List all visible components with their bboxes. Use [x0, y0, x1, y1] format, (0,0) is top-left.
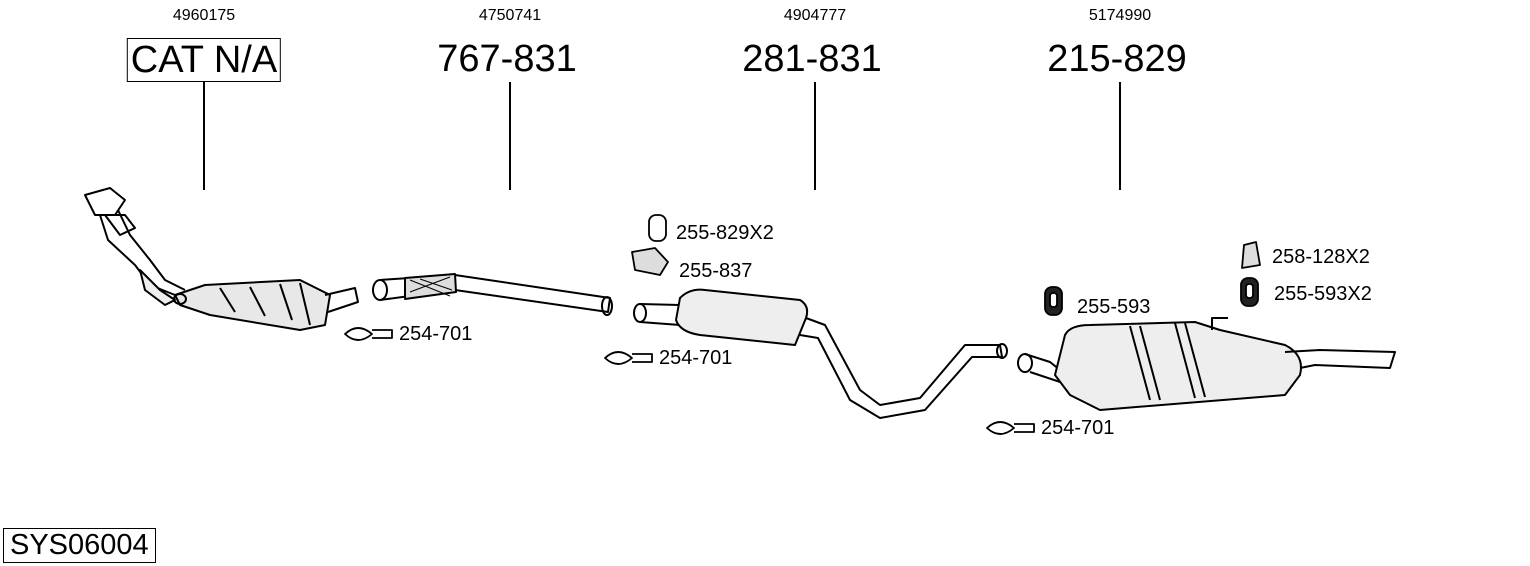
clamp-icons: [344, 327, 1035, 435]
rubber-label-b[interactable]: 255-593: [1077, 296, 1151, 318]
system-code: SYS06004: [3, 528, 156, 563]
clamp-label-2[interactable]: 254-701: [659, 347, 733, 369]
catalytic-converter-drawing: [84, 187, 359, 331]
center-muffler-drawing: [633, 288, 1008, 419]
clamp-label-1[interactable]: 254-701: [399, 323, 473, 345]
part-code-1[interactable]: CAT N/A: [126, 38, 282, 82]
rear-muffler-drawing: [1017, 317, 1396, 411]
rubber-label-c[interactable]: 255-593X2: [1274, 283, 1372, 305]
part-ref-1: 4960175: [172, 7, 236, 24]
part-code-2[interactable]: 767-831: [437, 38, 577, 80]
bracket-label-c[interactable]: 258-128X2: [1272, 246, 1370, 268]
hanger-icons: [631, 214, 1261, 316]
part-code-3[interactable]: 281-831: [742, 38, 882, 80]
part-ref-2: 4750741: [478, 7, 542, 24]
part-code-4[interactable]: 215-829: [1047, 38, 1187, 80]
hanger-label-a[interactable]: 255-829X2: [676, 222, 774, 244]
bracket-label-a[interactable]: 255-837: [679, 260, 753, 282]
part-ref-3: 4904777: [783, 7, 847, 24]
part-ref-4: 5174990: [1088, 7, 1152, 24]
leader-lines: [203, 82, 1121, 190]
clamp-label-3[interactable]: 254-701: [1041, 417, 1115, 439]
front-pipe-drawing: [372, 273, 613, 316]
